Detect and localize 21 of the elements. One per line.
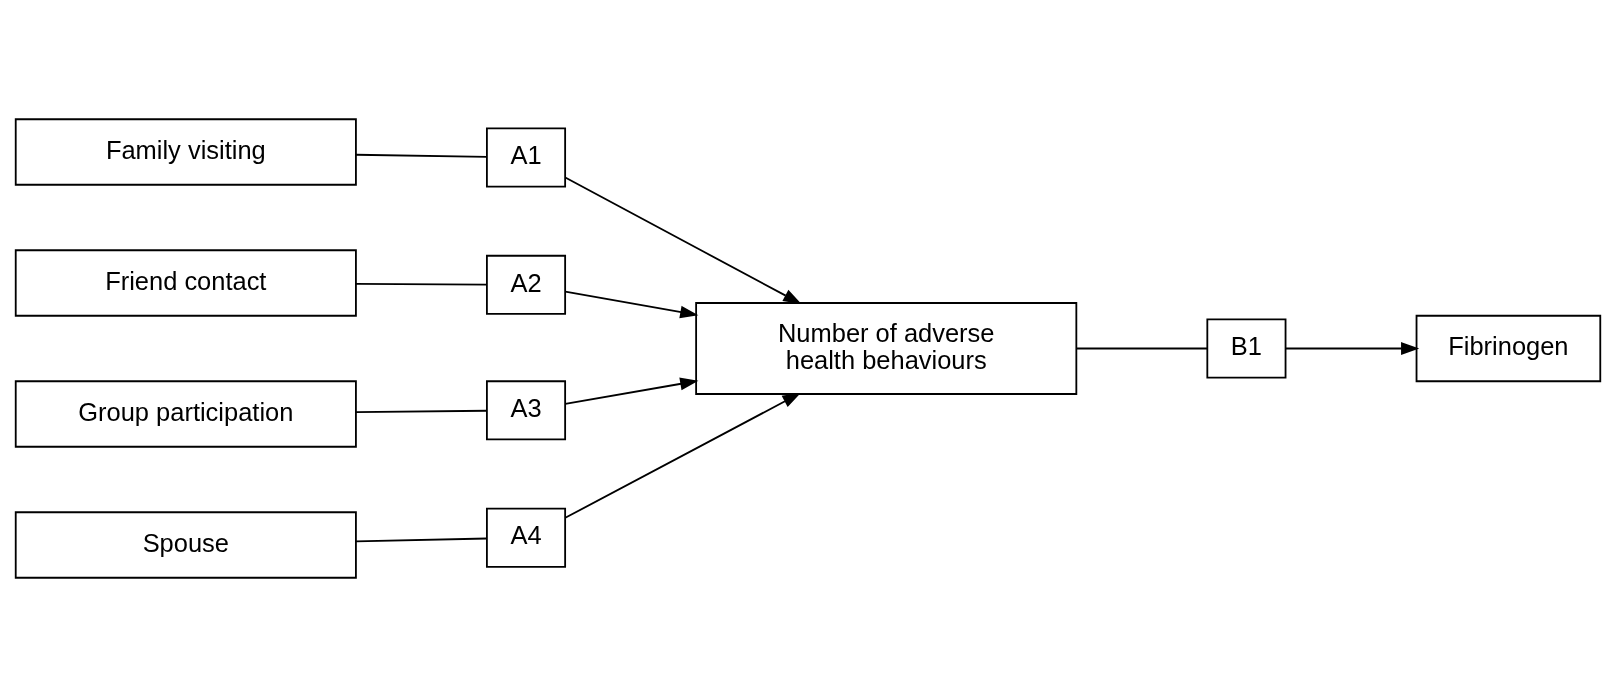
arrow [564, 176, 802, 305]
connector [355, 283, 488, 286]
node-box: Spouse [14, 511, 357, 579]
node-box: A4 [486, 507, 567, 568]
node-box: Friend contact [14, 249, 357, 317]
node-box: Group participation [14, 380, 357, 448]
connector [355, 537, 488, 543]
node-box: Fibrinogen [1415, 314, 1602, 383]
arrow [564, 377, 699, 405]
node-box: Number of adverse health behaviours [695, 302, 1078, 395]
connector [355, 153, 488, 158]
arrow [564, 290, 699, 319]
node-box: Family visiting [14, 118, 357, 186]
node-box: A1 [486, 127, 567, 188]
node-box: A2 [486, 254, 567, 315]
arrow [564, 392, 801, 519]
connector [355, 409, 488, 414]
node-box: B1 [1206, 318, 1287, 379]
arrow [1284, 342, 1420, 355]
node-box: A3 [486, 380, 567, 441]
connector [1075, 347, 1209, 350]
